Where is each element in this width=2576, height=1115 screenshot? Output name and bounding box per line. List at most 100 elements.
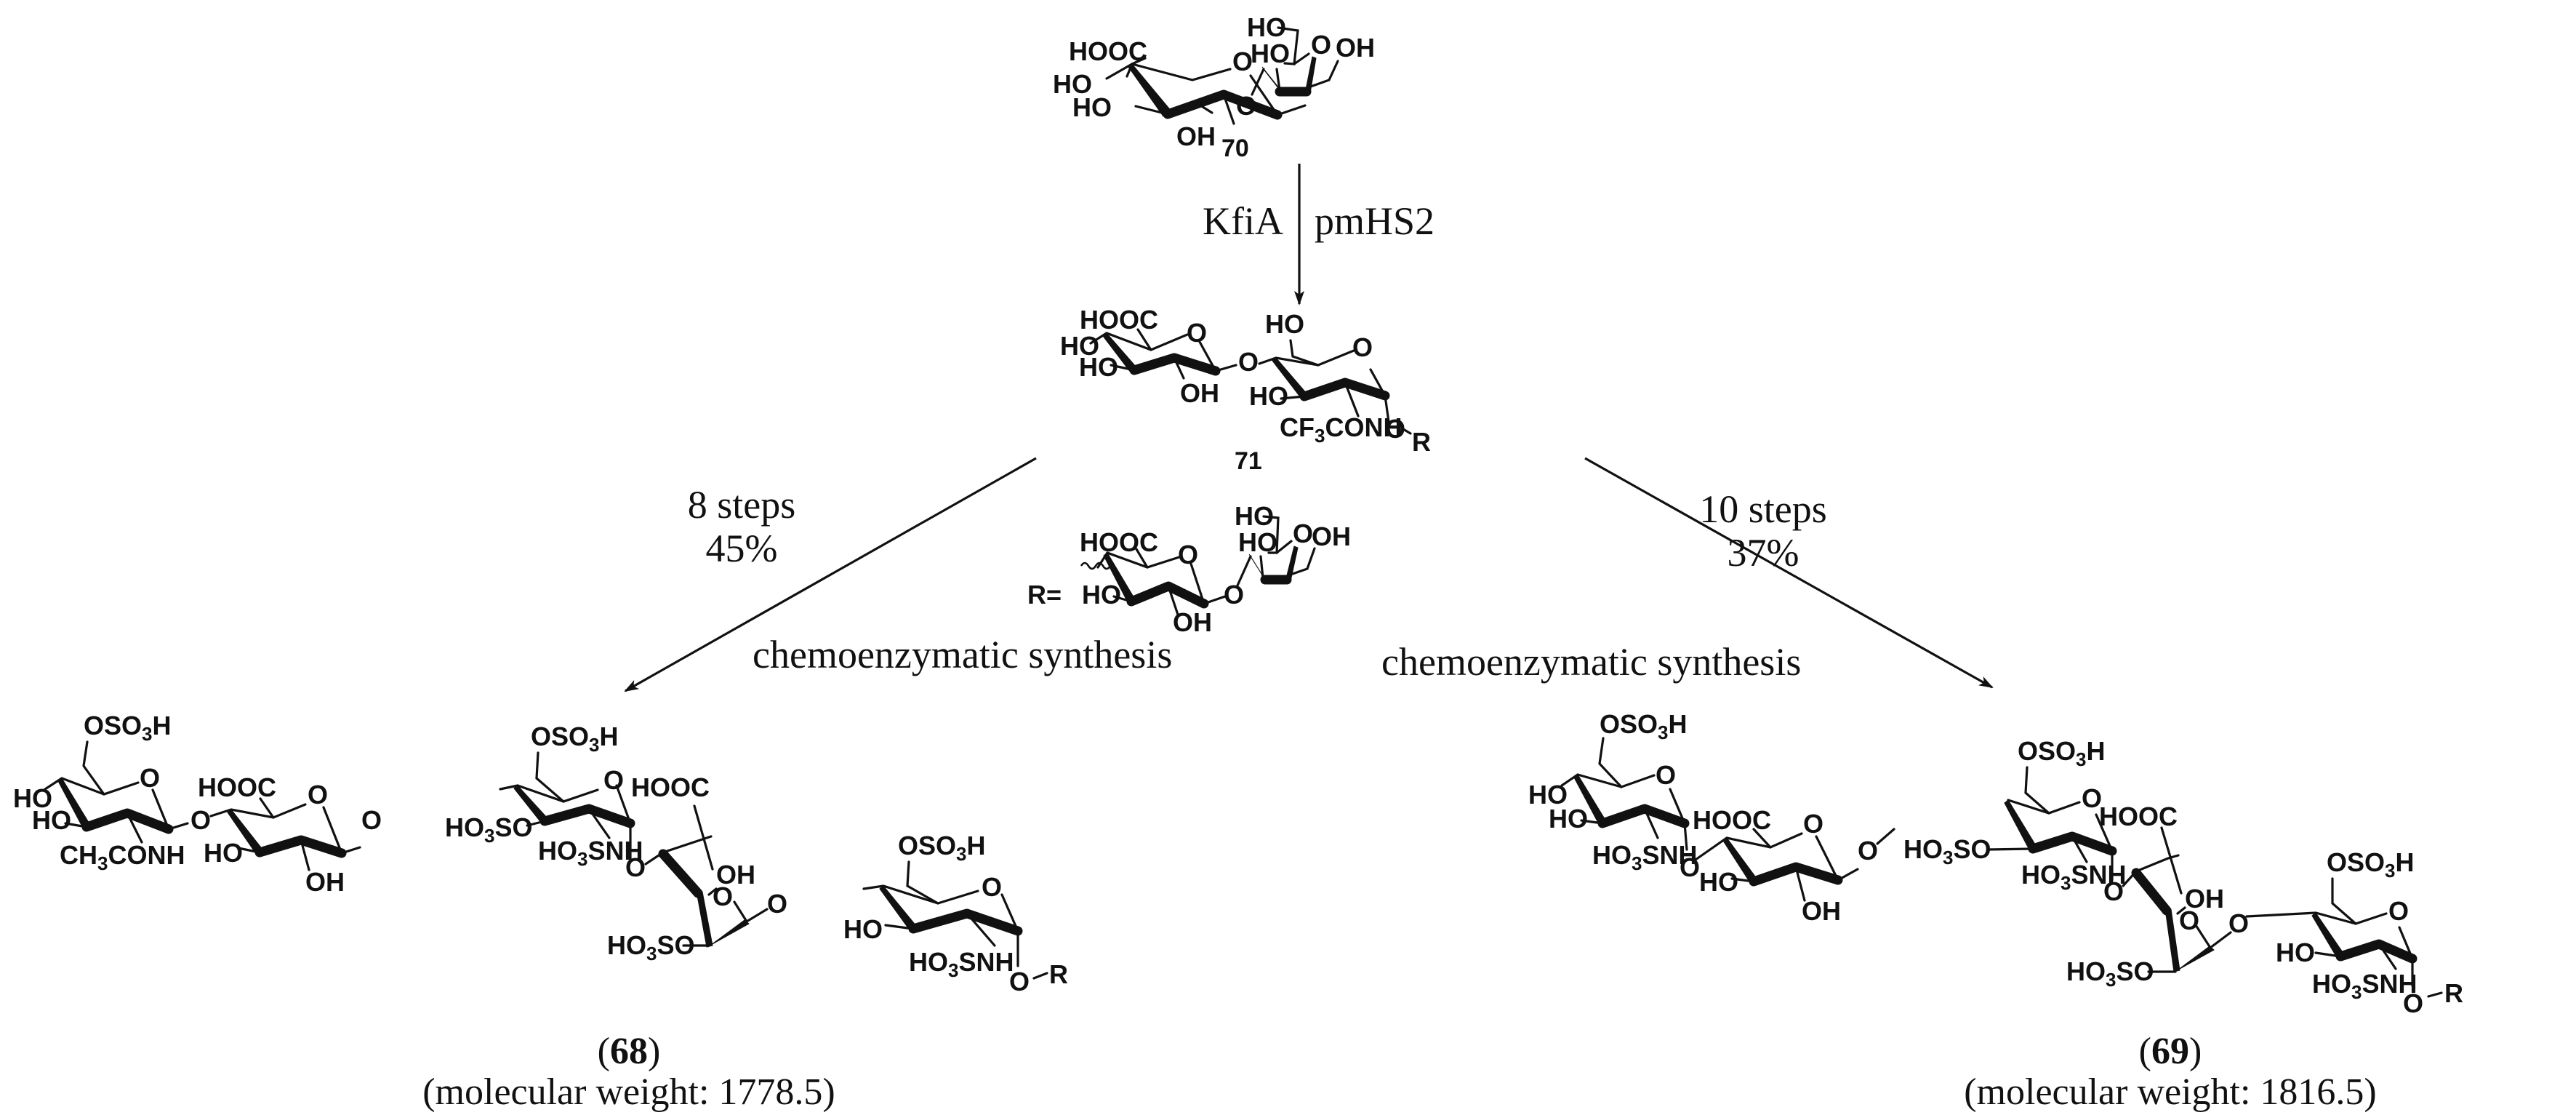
- hydroxyl-label: HO: [1238, 527, 1277, 557]
- hydroxyl-label: HO: [1251, 39, 1290, 68]
- ring-oxygen: O: [713, 882, 733, 911]
- r-equals-label: R=: [1027, 580, 1062, 610]
- enzyme-label-pmhs2: pmHS2: [1315, 199, 1435, 243]
- anomeric-oxygen: O: [1385, 414, 1405, 444]
- ring-oxygen: O: [308, 780, 328, 810]
- glycosidic-oxygen: O: [2103, 876, 2124, 906]
- sulfamido-label: HO3SNH: [1592, 840, 1697, 874]
- right-step-count: 10 steps: [1699, 487, 1827, 531]
- compound-68-molecular-weight: (molecular weight: 1778.5): [422, 1071, 835, 1113]
- hydroxyl-label: HO: [1549, 804, 1588, 834]
- trifluoroacetamido-label: CF3CONH: [1280, 412, 1402, 447]
- ring-oxygen: O: [1352, 332, 1373, 362]
- cooh-label: HOOC: [198, 772, 276, 802]
- hydroxyl-label: HO: [843, 914, 883, 944]
- sulfamido-label: HO3SNH: [909, 947, 1014, 981]
- sulfoxy-label: HO3SO: [1903, 834, 1991, 868]
- glycosidic-oxygen: O: [2228, 908, 2249, 938]
- hydroxyl-label: HO: [1249, 381, 1288, 411]
- cooh-label: HOOC: [1693, 805, 1771, 835]
- glycosidic-oxygen: O: [1858, 836, 1878, 866]
- glcns3s6s-unit: O OSO3H O HO3SO HO3SNH: [1858, 736, 2126, 894]
- ring-oxygen: O: [1187, 318, 1207, 348]
- glycosidic-oxygen: O: [190, 805, 211, 835]
- hydroxyl-label: HO: [1235, 501, 1274, 531]
- sulfate-label: OSO3H: [2327, 847, 2414, 882]
- hydroxyl-label: OH: [305, 867, 345, 897]
- reaction-arrow-left: [624, 457, 1037, 692]
- r-group-label: R: [1049, 959, 1068, 989]
- compound-71-structure: HOOC O HO HO OH O HO O HO CF3CONH O R 71: [1060, 305, 1431, 475]
- reaction-arrow-right: [1584, 457, 1994, 689]
- hydroxyl-label: HO: [1699, 867, 1738, 897]
- cooh-label: HOOC: [1080, 305, 1158, 335]
- hydroxyl-label: HO: [2276, 938, 2315, 967]
- hydroxyl-label: OH: [2185, 884, 2224, 914]
- anomeric-oxygen: O: [2403, 988, 2423, 1018]
- compound-number-71: 71: [1235, 447, 1262, 475]
- hydroxyl-label: HO: [1060, 331, 1099, 361]
- left-yield: 45%: [706, 527, 778, 570]
- idoa2s-unit: O HOOC OH O HO3SO: [2066, 802, 2232, 991]
- r-group-definition: R= HOOC O HO OH O HO HO O OH: [1027, 501, 1351, 637]
- hydroxyl-label: HO: [1528, 780, 1568, 810]
- attachment-point-wavy-bond: [1080, 562, 1112, 570]
- compound-69-molecular-weight: (molecular weight: 1816.5): [1964, 1071, 2377, 1113]
- ring-oxygen: O: [982, 872, 1002, 902]
- hydroxyl-label: HO: [1265, 309, 1304, 339]
- glycosidic-oxygen: O: [767, 889, 787, 919]
- ring-oxygen: O: [1178, 540, 1198, 570]
- hydroxyl-label: HO: [1247, 12, 1286, 42]
- glycosidic-oxygen: O: [1224, 580, 1244, 610]
- sulfamido-label: HO3SNH: [2312, 969, 2417, 1003]
- ring-oxygen: O: [2388, 896, 2409, 926]
- cooh-label: HOOC: [1069, 36, 1147, 66]
- hydroxyl-label: OH: [1802, 896, 1841, 926]
- compound-68-label: (68): [598, 1031, 661, 1072]
- cooh-label: HOOC: [2099, 802, 2178, 831]
- compound-68-structure: OSO3H O HO HO CH3CONH O HOOC O HO OH O: [13, 711, 1068, 996]
- r-group-label: R: [2444, 978, 2463, 1008]
- glcns6s-unit: O OSO3H O HO HO3SNH O R: [767, 831, 1068, 996]
- sulfamido-label: HO3SNH: [538, 836, 643, 870]
- hydroxyl-label: HO: [1079, 352, 1118, 382]
- compound-69-structure: OSO3H O HO HO HO3SNH O HOOC O HO OH O: [1528, 709, 2463, 1018]
- hydroxyl-label: OH: [1312, 521, 1351, 551]
- glca-ring: HOOC O HO HO OH: [1060, 305, 1237, 408]
- sulfate-label: OSO3H: [1600, 709, 1687, 743]
- enzyme-label-kfia: KfiA: [1203, 199, 1283, 243]
- ring-oxygen: O: [2179, 906, 2199, 935]
- glycosidic-oxygen: O: [625, 852, 646, 882]
- glcn-ring: HO O HO CF3CONH O R: [1249, 309, 1431, 457]
- ring-oxygen: O: [1293, 519, 1313, 548]
- acetamido-label: CH3CONH: [60, 840, 185, 874]
- compound-number-70: 70: [1221, 135, 1249, 162]
- cooh-label: HOOC: [631, 772, 710, 802]
- left-method-label: chemoenzymatic synthesis: [753, 633, 1172, 676]
- sulfoxy-label: HO3SO: [607, 930, 694, 964]
- glycosidic-oxygen: O: [1236, 91, 1256, 121]
- cooh-label: HOOC: [1080, 527, 1158, 557]
- ring-oxygen: O: [1803, 809, 1823, 839]
- glcns6s-unit: OSO3H O HO HO HO3SNH: [1528, 709, 1697, 874]
- right-method-label: chemoenzymatic synthesis: [1381, 640, 1801, 684]
- hydroxyl-label: OH: [1176, 121, 1216, 151]
- glycosidic-oxygen: O: [1680, 852, 1700, 882]
- right-yield: 37%: [1728, 531, 1799, 575]
- left-step-count: 8 steps: [688, 483, 796, 527]
- glca-unit: O HOOC O HO OH: [190, 772, 361, 897]
- hydroxyl-label: OH: [1180, 378, 1219, 408]
- hydroxyl-label: OH: [1173, 607, 1212, 637]
- hydroxyl-label: HO: [204, 838, 243, 868]
- glcns3s6s-unit: O OSO3H O HO3SO HO3SNH: [361, 722, 643, 870]
- idoa2s-unit: O HOOC OH O HO3SO: [607, 772, 769, 964]
- sulfate-label: OSO3H: [898, 831, 985, 865]
- anhydromannitol-ring: HO HO O OH: [1247, 12, 1375, 97]
- glcns6s-unit: O OSO3H O HO HO3SNH O R: [2228, 847, 2463, 1018]
- ring-oxygen: O: [2082, 783, 2102, 813]
- glca-ring: HOOC O HO HO OH: [1053, 36, 1307, 151]
- hydroxyl-label: HO: [1053, 69, 1092, 99]
- ring-oxygen: O: [603, 765, 624, 795]
- r-group-label: R: [1412, 427, 1431, 457]
- hydroxyl-label: HO: [13, 783, 52, 813]
